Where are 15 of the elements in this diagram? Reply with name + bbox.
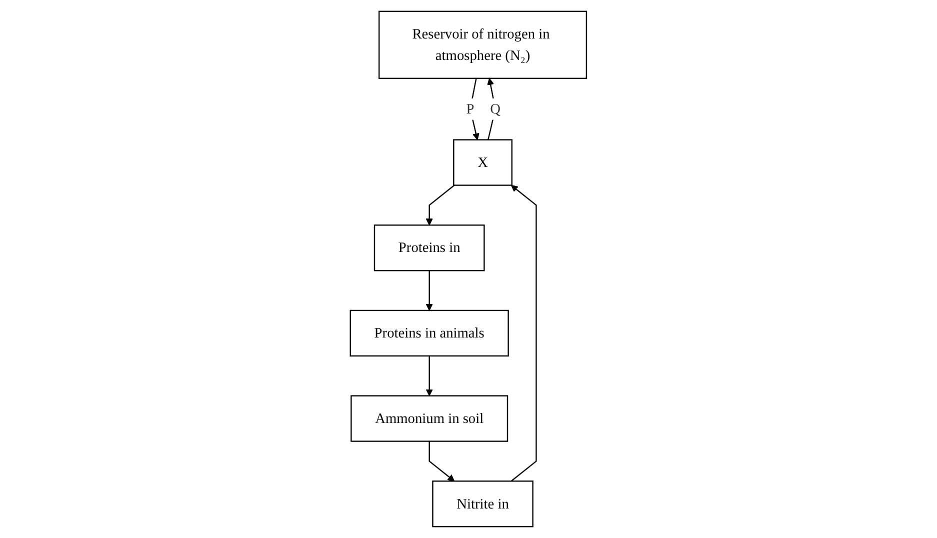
node-box: Proteins in animals xyxy=(350,310,509,357)
arrow xyxy=(426,184,455,226)
node-box: X xyxy=(453,139,513,186)
node-box: Proteins in xyxy=(374,224,485,272)
node-box: Reservoir of nitrogen in atmosphere (N₂) xyxy=(378,10,588,79)
arrow xyxy=(426,356,433,396)
node-box: Nitrite in xyxy=(432,480,534,528)
arrow xyxy=(487,78,496,140)
arrow xyxy=(470,78,480,140)
arrow xyxy=(428,441,455,482)
arrow xyxy=(426,270,433,311)
edge-label: Q xyxy=(490,100,501,117)
edge-label: P xyxy=(466,100,474,117)
arrow xyxy=(510,184,537,482)
node-box: Ammonium in soil xyxy=(350,395,508,442)
